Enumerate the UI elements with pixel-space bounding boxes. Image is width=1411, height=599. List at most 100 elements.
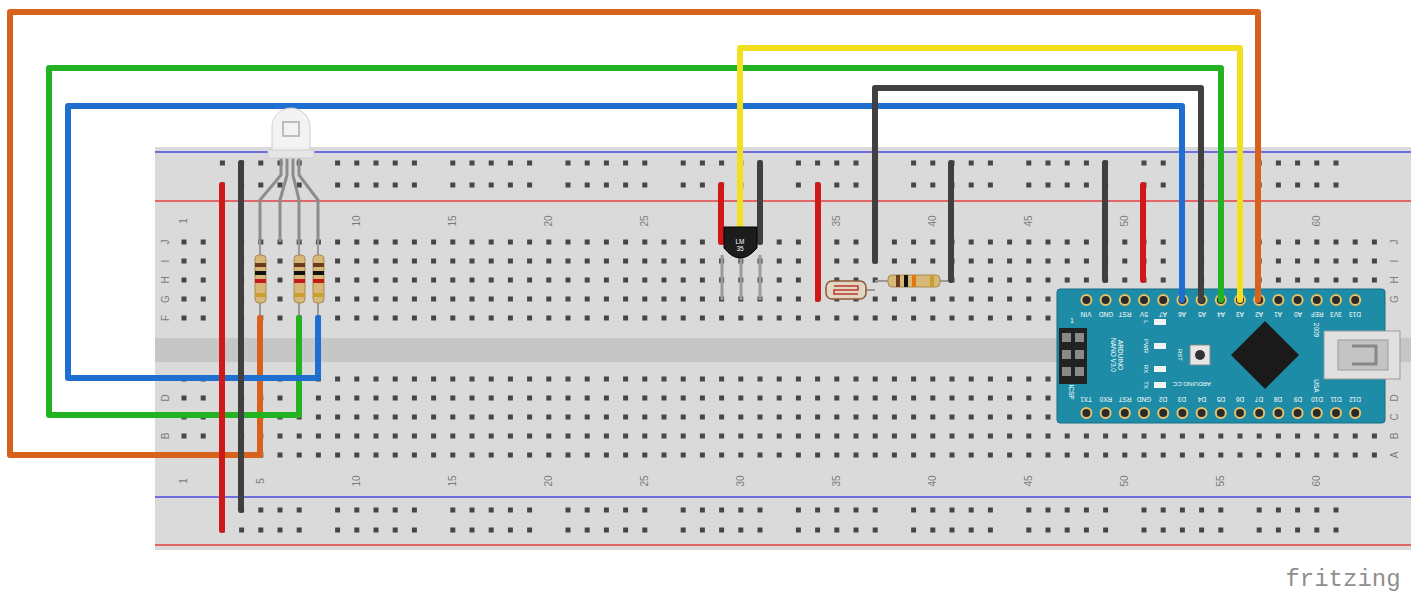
breadboard-hole — [201, 316, 206, 321]
breadboard-hole — [969, 396, 974, 401]
breadboard-hole — [1046, 377, 1051, 382]
breadboard-hole — [508, 161, 513, 166]
breadboard-hole — [930, 396, 935, 401]
breadboard-hole — [1046, 453, 1051, 458]
breadboard-hole — [681, 396, 686, 401]
breadboard-hole — [374, 161, 379, 166]
breadboard-hole — [700, 453, 705, 458]
breadboard-hole — [911, 377, 916, 382]
breadboard-hole — [374, 453, 379, 458]
breadboard-hole — [431, 377, 436, 382]
breadboard-hole — [1276, 161, 1281, 166]
breadboard-hole — [585, 240, 590, 245]
breadboard-hole — [278, 508, 283, 513]
breadboard-hole — [1372, 434, 1377, 439]
breadboard-hole — [527, 377, 532, 382]
breadboard-hole — [335, 377, 340, 382]
pin-label: RST — [1118, 311, 1131, 318]
breadboard-hole — [873, 508, 878, 513]
breadboard-hole — [258, 528, 263, 533]
breadboard-hole — [1026, 396, 1031, 401]
breadboard-hole — [470, 434, 475, 439]
breadboard-hole — [1142, 434, 1147, 439]
breadboard-hole — [354, 297, 359, 302]
breadboard-hole — [546, 434, 551, 439]
breadboard-hole — [1334, 528, 1339, 533]
pin-label: RX0 — [1099, 396, 1112, 403]
breadboard-hole — [815, 316, 820, 321]
breadboard-hole — [911, 316, 916, 321]
breadboard-hole — [911, 297, 916, 302]
breadboard-hole — [508, 278, 513, 283]
breadboard-hole — [278, 183, 283, 188]
breadboard-hole — [489, 316, 494, 321]
breadboard-hole — [585, 508, 590, 513]
breadboard-hole — [450, 415, 455, 420]
column-number: 30 — [736, 475, 746, 486]
breadboard-hole — [354, 377, 359, 382]
resistor-symbol — [313, 255, 324, 303]
pin-label: A5 — [1198, 311, 1206, 318]
breadboard-hole — [796, 259, 801, 264]
breadboard-hole — [374, 278, 379, 283]
breadboard-hole — [1161, 434, 1166, 439]
breadboard-hole — [892, 415, 897, 420]
breadboard-hole — [854, 240, 859, 245]
breadboard-hole — [450, 528, 455, 533]
breadboard-hole — [431, 434, 436, 439]
breadboard-hole — [892, 297, 897, 302]
breadboard-hole — [527, 183, 532, 188]
row-letter: H — [1390, 276, 1400, 283]
breadboard-hole — [1161, 183, 1166, 188]
breadboard-hole — [1295, 528, 1300, 533]
breadboard-hole — [930, 240, 935, 245]
breadboard-hole — [969, 297, 974, 302]
breadboard-hole — [969, 316, 974, 321]
row-letter: G — [161, 295, 171, 303]
board-pin — [1254, 408, 1264, 418]
breadboard-hole — [489, 183, 494, 188]
breadboard-hole — [1122, 434, 1127, 439]
part-marking: LM 35 — [734, 238, 746, 252]
breadboard-hole — [911, 259, 916, 264]
breadboard-hole — [374, 396, 379, 401]
breadboard-hole — [508, 508, 513, 513]
breadboard-hole — [1103, 528, 1108, 533]
breadboard-hole — [1026, 415, 1031, 420]
breadboard-hole — [623, 396, 628, 401]
breadboard-hole — [1103, 508, 1108, 513]
column-number: 45 — [1024, 475, 1034, 486]
breadboard-hole — [1276, 278, 1281, 283]
breadboard-hole — [431, 297, 436, 302]
breadboard-hole — [1372, 240, 1377, 245]
breadboard-hole — [930, 508, 935, 513]
board-pin — [1197, 408, 1207, 418]
breadboard-hole — [412, 396, 417, 401]
resistor-symbol — [875, 275, 951, 287]
breadboard-hole — [412, 453, 417, 458]
breadboard-hole — [470, 528, 475, 533]
breadboard-hole — [988, 415, 993, 420]
breadboard-hole — [950, 508, 955, 513]
breadboard-hole — [354, 528, 359, 533]
breadboard-hole — [508, 528, 513, 533]
breadboard-hole — [278, 434, 283, 439]
breadboard-hole — [1314, 183, 1319, 188]
breadboard-hole — [1007, 377, 1012, 382]
breadboard-hole — [1142, 453, 1147, 458]
pin-label: D5 — [1217, 396, 1225, 403]
breadboard-hole — [738, 316, 743, 321]
breadboard-hole — [911, 161, 916, 166]
breadboard-hole — [719, 508, 724, 513]
breadboard-hole — [1046, 240, 1051, 245]
breadboard-hole — [527, 434, 532, 439]
breadboard-hole — [566, 183, 571, 188]
breadboard-hole — [700, 316, 705, 321]
breadboard-hole — [642, 434, 647, 439]
breadboard-hole — [1199, 508, 1204, 513]
breadboard-hole — [834, 259, 839, 264]
breadboard-hole — [508, 415, 513, 420]
pin-label: D10 — [1311, 396, 1323, 403]
breadboard-hole — [911, 434, 916, 439]
